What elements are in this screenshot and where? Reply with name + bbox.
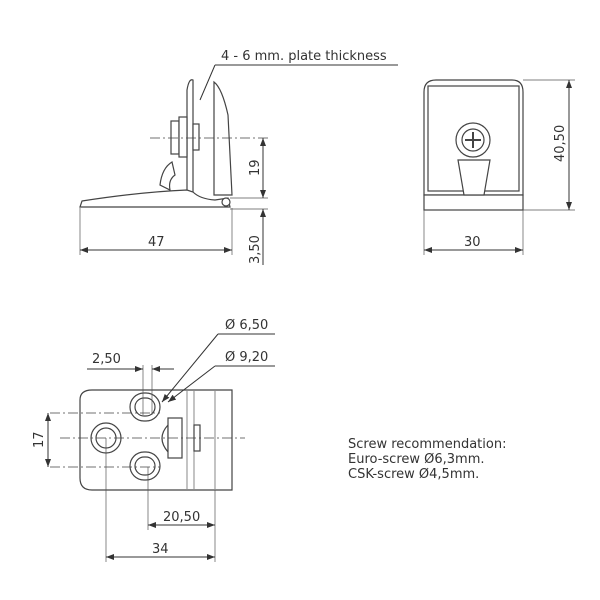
bottom-view: Ø 6,50 Ø 9,20 2,50 17 20,50 34	[32, 318, 275, 562]
note-leader	[199, 64, 216, 101]
dim-40-50: 40,50	[553, 125, 568, 162]
screw-note-csk: CSK-screw Ø4,5mm.	[348, 467, 479, 482]
side-view: 4 - 6 mm. plate thickness 19 3,50 47	[79, 49, 398, 265]
dim-20-50: 20,50	[163, 510, 200, 525]
screw-head	[170, 120, 180, 155]
screw-washer	[178, 116, 188, 158]
screw-note-euro: Euro-screw Ø6,3mm.	[348, 452, 485, 467]
dim-19: 19	[248, 159, 263, 176]
front-view: 40,50 30	[423, 79, 575, 255]
clamp-fin-left	[186, 79, 194, 196]
slot-bottom-inner	[134, 456, 156, 476]
hinge-arm	[159, 161, 176, 192]
screw-recommendation: Screw recommendation: Euro-screw Ø6,3mm.…	[348, 437, 506, 482]
screw-nut	[192, 123, 200, 151]
pivot-pin	[221, 197, 231, 207]
leader-6-50	[161, 333, 219, 403]
dim-diameter-6-50: Ø 6,50	[225, 318, 268, 333]
clamp-fin-right	[213, 80, 233, 196]
screw-note-title: Screw recommendation:	[348, 437, 506, 452]
plate-thickness-note: 4 - 6 mm. plate thickness	[221, 49, 387, 64]
base-plate	[79, 189, 231, 208]
dim-30: 30	[464, 235, 481, 250]
dim-17: 17	[32, 431, 47, 448]
slot-top-inner	[134, 397, 156, 417]
dim-47: 47	[148, 235, 165, 250]
cross-recess-icon	[465, 132, 481, 148]
leader-9-20	[167, 365, 216, 403]
dim-2-50: 2,50	[92, 352, 121, 367]
hinge-block	[457, 159, 491, 196]
dim-diameter-9-20: Ø 9,20	[225, 350, 268, 365]
dim-34: 34	[152, 542, 169, 557]
front-base	[423, 194, 524, 211]
dim-3-50: 3,50	[248, 235, 263, 264]
